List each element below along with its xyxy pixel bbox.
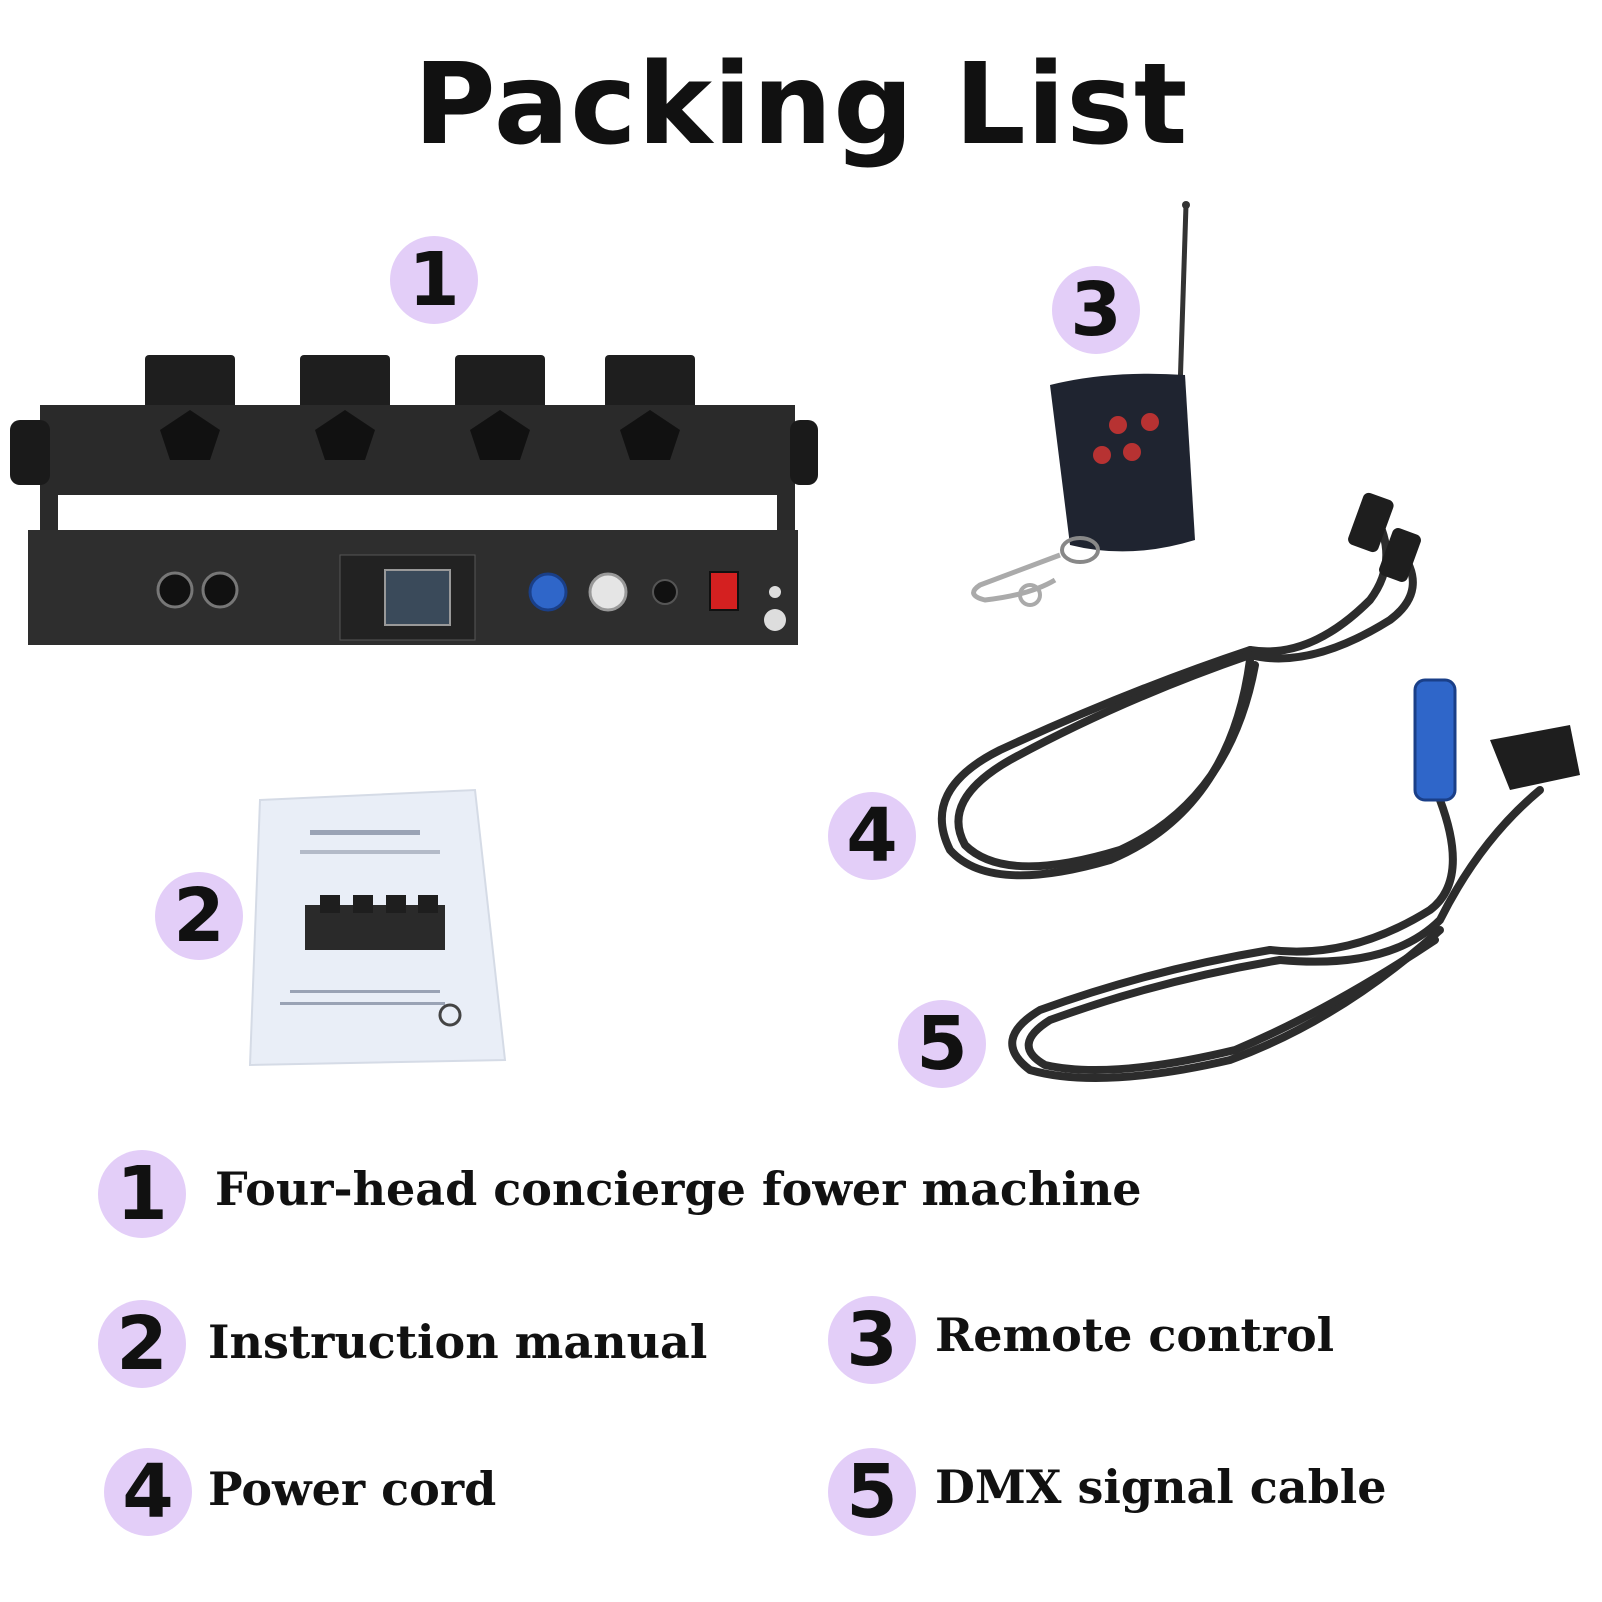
legend-badge-1: 1	[98, 1150, 186, 1238]
legend-label-2: Instruction manual	[208, 1315, 708, 1369]
badge-item-2-photo: 2	[155, 872, 243, 960]
badge-item-1-photo: 1	[390, 236, 478, 324]
page-title: Packing List	[413, 40, 1189, 170]
legend-badge-3: 3	[828, 1296, 916, 1384]
legend-badge-4: 4	[104, 1448, 192, 1536]
legend-label-5: DMX signal cable	[935, 1460, 1387, 1514]
legend-label-3: Remote control	[935, 1308, 1335, 1362]
four-head-machine-icon	[10, 355, 818, 645]
remote-control-icon	[971, 201, 1195, 607]
badge-item-3-photo: 3	[1052, 266, 1140, 354]
legend-badge-5: 5	[828, 1448, 916, 1536]
legend-badge-2: 2	[98, 1300, 186, 1388]
legend-label-4: Power cord	[208, 1462, 497, 1516]
instruction-manual-icon	[248, 788, 507, 1067]
dmx-cable-icon	[1008, 678, 1580, 1082]
badge-item-5-photo: 5	[898, 1000, 986, 1088]
legend-label-1: Four-head concierge fower machine	[215, 1162, 1142, 1216]
power-cord-icon	[937, 492, 1421, 880]
badge-item-4-photo: 4	[828, 792, 916, 880]
